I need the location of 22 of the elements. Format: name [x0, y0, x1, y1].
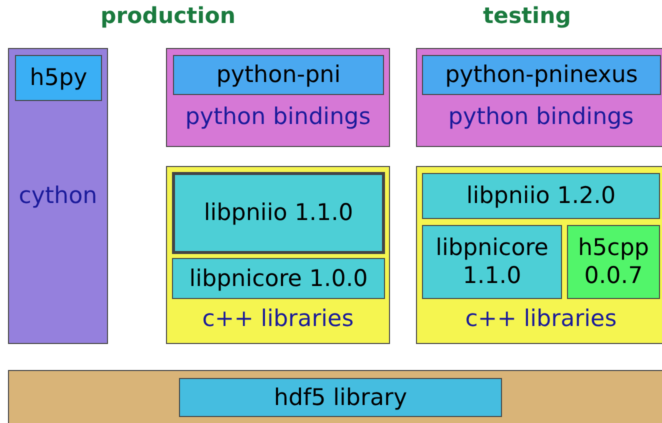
layer-label: python bindings	[447, 103, 635, 131]
layer-label: c++ libraries	[201, 305, 355, 333]
layer-panel	[166, 166, 390, 344]
module-box: libpniio 1.1.0	[172, 172, 385, 254]
module-box: h5py	[15, 55, 102, 101]
layer-panel	[166, 48, 390, 147]
layer-label: python bindings	[184, 103, 372, 131]
column-heading: production	[100, 4, 236, 29]
layer-label: c++ libraries	[464, 305, 618, 333]
module-box: hdf5 library	[179, 378, 502, 417]
module-box: libpnicore 1.1.0	[422, 225, 562, 299]
module-box: libpnicore 1.0.0	[172, 258, 385, 299]
layer-panel	[416, 48, 662, 147]
module-box: python-pni	[173, 55, 384, 95]
layer-label: cython	[18, 182, 98, 210]
module-box: python-pninexus	[422, 55, 661, 95]
layer-panel	[416, 166, 662, 344]
module-box: libpniio 1.2.0	[422, 173, 660, 219]
layer-panel	[8, 48, 108, 344]
column-heading: testing	[483, 4, 571, 29]
module-box: h5cpp 0.0.7	[567, 225, 660, 299]
base-layer-bar	[8, 370, 662, 423]
